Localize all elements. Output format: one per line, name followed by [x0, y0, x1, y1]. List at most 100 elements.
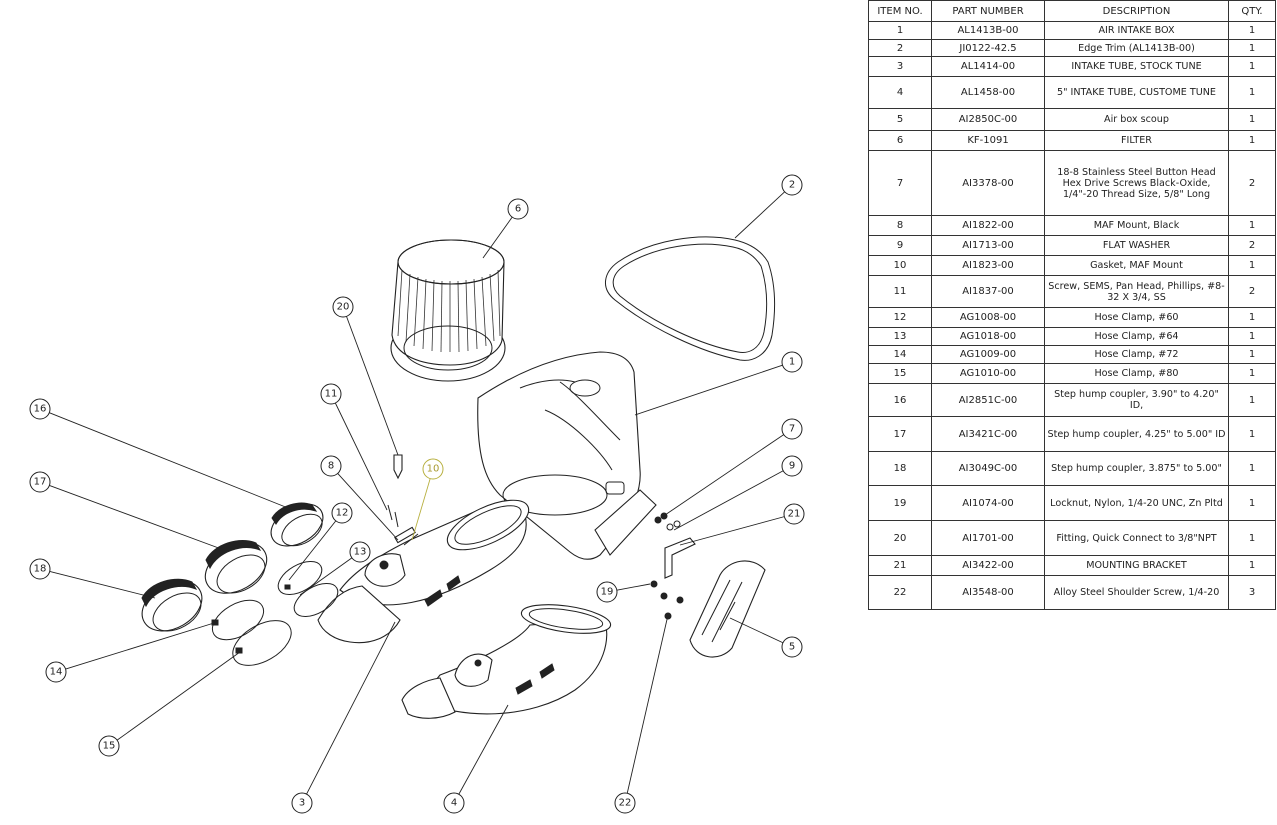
bom-part-number: JI0122-42.5: [931, 39, 1045, 57]
bom-qty: 2: [1228, 235, 1276, 256]
bom-qty: 3: [1228, 575, 1276, 610]
leader-lines: [49, 191, 785, 795]
bom-qty: 2: [1228, 150, 1276, 216]
bom-item-no: 1: [868, 21, 932, 40]
bom-header-item-no: ITEM NO.: [868, 0, 932, 22]
item-balloon: 10: [422, 458, 444, 480]
bom-description: Hose Clamp, #80: [1044, 363, 1229, 384]
leader-line: [673, 470, 784, 531]
bom-description: Fitting, Quick Connect to 3/8"NPT: [1044, 520, 1229, 556]
bom-item-no: 22: [868, 575, 932, 610]
item-balloon: 22: [614, 792, 636, 814]
balloon-label: 12: [336, 508, 349, 519]
leader-line: [299, 557, 353, 596]
balloon-label: 20: [337, 302, 350, 313]
hose-clamps-part: [211, 561, 339, 666]
balloon-label: 21: [788, 509, 801, 520]
bom-qty: 1: [1228, 215, 1276, 236]
bom-description: FLAT WASHER: [1044, 235, 1229, 256]
item-balloon: 13: [349, 541, 371, 563]
leader-line: [634, 364, 783, 416]
item-balloon: 17: [29, 471, 51, 493]
bom-item-no: 8: [868, 215, 932, 236]
bom-item-no: 2: [868, 39, 932, 57]
bom-item-no: 20: [868, 520, 932, 556]
leader-line: [337, 473, 399, 541]
item-balloon: 2: [781, 174, 803, 196]
bom-description: 5" INTAKE TUBE, CUSTOME TUNE: [1044, 76, 1229, 109]
bom-description: Step hump coupler, 3.875" to 5.00": [1044, 451, 1229, 486]
item-balloon: 12: [331, 502, 353, 524]
bom-part-number: AG1010-00: [931, 363, 1045, 384]
balloon-label: 11: [325, 389, 338, 400]
bom-part-number: AI3378-00: [931, 150, 1045, 216]
filter-part: [390, 239, 506, 382]
bom-part-number: AI3049C-00: [931, 451, 1045, 486]
coupler-17-part: [204, 539, 268, 594]
bom-description: Air box scoup: [1044, 108, 1229, 131]
bom-item-no: 11: [868, 275, 932, 308]
bom-qty: 1: [1228, 383, 1276, 417]
bom-part-number: AI3421C-00: [931, 416, 1045, 452]
item-balloon: 6: [507, 198, 529, 220]
leader-line: [334, 402, 388, 511]
leader-line: [49, 412, 289, 509]
bom-description: AIR INTAKE BOX: [1044, 21, 1229, 40]
bom-part-number: AI3548-00: [931, 575, 1045, 610]
bom-item-no: 13: [868, 327, 932, 346]
bom-description: Step hump coupler, 4.25" to 5.00" ID: [1044, 416, 1229, 452]
bom-header-qty: QTY.: [1228, 0, 1276, 22]
bom-item-no: 7: [868, 150, 932, 216]
item-balloon: 5: [781, 636, 803, 658]
item-balloon: 18: [29, 558, 51, 580]
leader-line: [49, 485, 225, 551]
air-box-scoop-part: [689, 560, 766, 658]
bom-part-number: AI3422-00: [931, 555, 1045, 576]
bom-part-number: AI2851C-00: [931, 383, 1045, 417]
bom-description: FILTER: [1044, 130, 1229, 151]
bom-description: Edge Trim (AL1413B-00): [1044, 39, 1229, 57]
item-balloon: 7: [781, 418, 803, 440]
item-balloon: 8: [320, 455, 342, 477]
bom-item-no: 3: [868, 56, 932, 77]
intake-tube-custom-part: [401, 604, 612, 719]
leader-line: [729, 617, 784, 644]
leader-line: [65, 622, 215, 670]
item-balloon: 9: [781, 455, 803, 477]
item-balloon: 1: [781, 351, 803, 373]
bom-item-no: 14: [868, 345, 932, 364]
bom-description: INTAKE TUBE, STOCK TUNE: [1044, 56, 1229, 77]
bom-part-number: AI2850C-00: [931, 108, 1045, 131]
item-balloon: 15: [98, 735, 120, 757]
balloon-label: 15: [103, 741, 116, 752]
item-balloon: 20: [332, 296, 354, 318]
bom-part-number: AI1837-00: [931, 275, 1045, 308]
bom-qty: 1: [1228, 307, 1276, 328]
bom-part-number: AL1414-00: [931, 56, 1045, 77]
leader-line: [49, 571, 156, 599]
item-balloon: 14: [45, 661, 67, 683]
leader-line: [116, 651, 241, 741]
bom-description: Step hump coupler, 3.90" to 4.20" ID,: [1044, 383, 1229, 417]
bom-description: MOUNTING BRACKET: [1044, 555, 1229, 576]
leader-line: [626, 614, 669, 794]
bom-description: Hose Clamp, #64: [1044, 327, 1229, 346]
balloon-label: 10: [427, 464, 440, 475]
bom-description: Hose Clamp, #72: [1044, 345, 1229, 364]
